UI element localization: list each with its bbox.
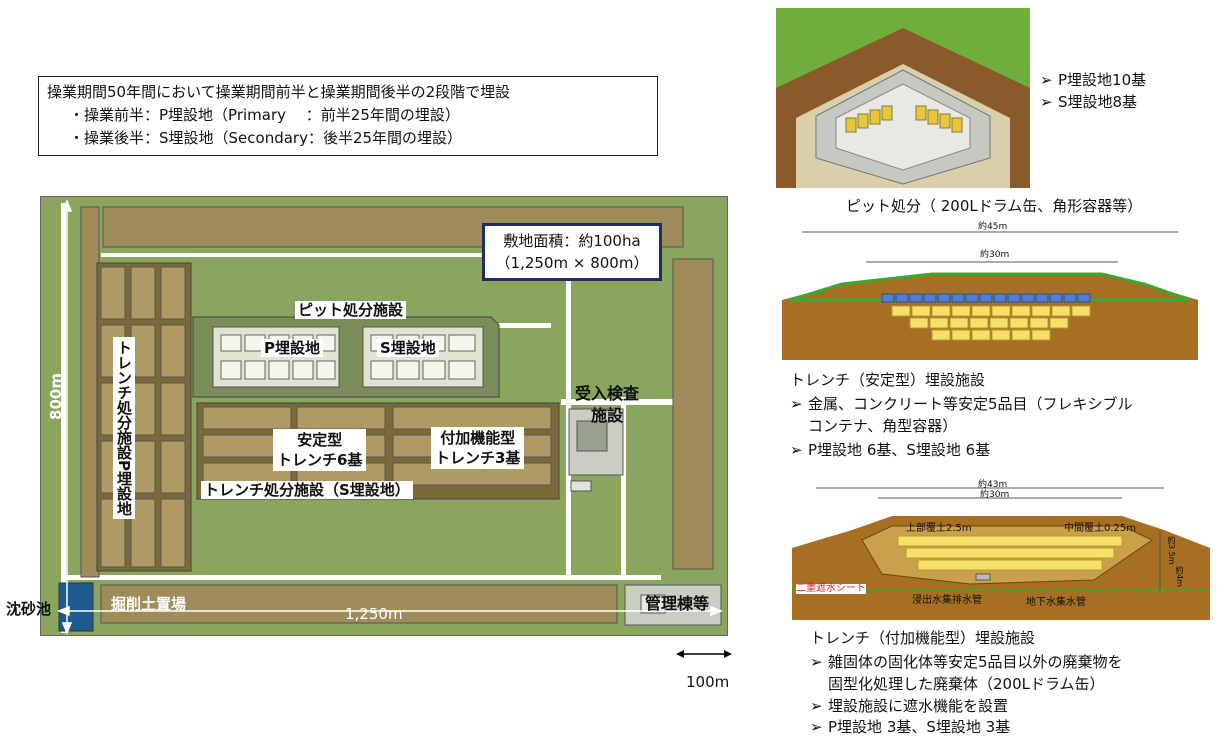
pit-bullet-1: ➢P埋設地10基 xyxy=(1040,71,1147,89)
road-bottom xyxy=(61,575,661,580)
pit-facility xyxy=(192,316,500,398)
stable-dim-inner: 約30m xyxy=(980,250,1010,260)
added-bullet-1: ➢雑固体の固化体等安定5品目以外の廃棄物を xyxy=(810,653,1123,671)
added-bullet-2: ➢埋設施設に遮水機能を設置 xyxy=(810,697,1009,715)
added-title: トレンチ（付加機能型）埋設施設 xyxy=(810,629,1036,647)
stable-dim-outer: 約45m xyxy=(978,222,1008,232)
right-berm xyxy=(672,258,714,570)
pit-s-label: S埋設地 xyxy=(377,339,439,357)
stable-title: トレンチ（安定型）埋設施設 xyxy=(790,371,986,389)
site-map: 敷地面積：約100ha （1,250m × 800m） ピット処分施設 P埋設地… xyxy=(40,196,728,636)
trench-cell xyxy=(100,266,126,320)
width-label: 1,250m xyxy=(345,605,403,623)
trench-cell xyxy=(130,324,156,378)
trench-cell xyxy=(160,324,186,378)
soil-yard-label: 掘削土置場 xyxy=(111,595,187,613)
trench-cell xyxy=(130,440,156,494)
trench-cell xyxy=(160,382,186,436)
depth-b-label: 約4m xyxy=(1175,566,1184,587)
pit-p-label: P埋設地 xyxy=(261,339,323,357)
pit-cells xyxy=(220,334,476,380)
stable-trench-label: 安定型 トレンチ6基 xyxy=(273,429,367,471)
added-trench-label: 付加機能型 トレンチ3基 xyxy=(431,427,525,469)
description-line-3: ・操業後半：S埋設地（Secondary：後半25年間の埋設） xyxy=(69,129,463,147)
trench-cell xyxy=(160,440,186,494)
description-box: 操業期間50年間において操業期間前半と操業期間後半の2段階で埋設 ・操業前半：P… xyxy=(38,76,658,156)
inspection-facility xyxy=(568,408,624,492)
scale-label: 100m xyxy=(686,673,730,691)
stable-bullet-1: ➢金属、コンクリート等安定5品目（フレキシブル xyxy=(790,395,1133,413)
trench-cell xyxy=(160,266,186,320)
pit-caption: ピット処分（ 200Lドラム缶、角形容器等） xyxy=(846,197,1143,215)
road-left xyxy=(61,203,66,633)
road-inspection-v2 xyxy=(621,397,626,577)
added-trench-section xyxy=(792,478,1210,620)
dimension-arrows xyxy=(56,198,724,635)
management-building xyxy=(624,584,722,626)
groundwater-pipe-label: 地下水集水管 xyxy=(1026,597,1086,608)
pit-illustration xyxy=(776,8,1030,188)
added-bullet-1-cont: 固型化処理した廃棄体（200Lドラム缶） xyxy=(828,675,1105,693)
depth-a-label: 約3.5m xyxy=(1167,536,1176,565)
description-line-1: 操業期間50年間において操業期間前半と操業期間後半の2段階で埋設 xyxy=(47,83,511,101)
site-area-line-1: 敷地面積：約100ha xyxy=(503,232,641,250)
trench-cell xyxy=(130,266,156,320)
soil-yard xyxy=(100,584,618,624)
upper-cover-label: 上部覆土2.5m xyxy=(906,523,972,534)
added-dim-outer: 約43m xyxy=(978,480,1008,490)
trench-p-label: トレンチ処分施設P埋設地 xyxy=(113,337,135,519)
height-label: 800m xyxy=(47,373,65,420)
site-area-line-2: （1,250m × 800m） xyxy=(495,254,649,272)
inspection-label: 受入検査 施設 xyxy=(575,384,640,425)
trench-s-label: トレンチ処分施設（S埋設地） xyxy=(201,481,413,499)
trench-cell xyxy=(160,498,186,568)
mid-cover-label: 中間覆土0.25m xyxy=(1064,523,1137,534)
double-sheet-label: 二重遮水シート xyxy=(796,583,866,594)
trench-p-site xyxy=(96,262,192,572)
trench-cell xyxy=(130,498,156,568)
scale-bar xyxy=(676,650,732,658)
site-area-box: 敷地面積：約100ha （1,250m × 800m） xyxy=(482,223,662,281)
road-top xyxy=(101,253,661,257)
pit-facility-label: ピット処分施設 xyxy=(295,301,407,319)
left-berm xyxy=(80,206,100,578)
pit-bullet-2: ➢S埋設地8基 xyxy=(1040,93,1138,111)
added-dim-inner: 約30m xyxy=(980,490,1010,500)
leachate-pipe-label: 浸出水集排水管 xyxy=(912,595,982,606)
management-label: 管理棟等 xyxy=(645,594,710,613)
sedimentation-label: 沈砂池 xyxy=(6,600,52,618)
stable-bullet-2: ➢P埋設地 6基、S埋設地 6基 xyxy=(790,441,991,459)
added-bullet-3: ➢P埋設地 3基、S埋設地 3基 xyxy=(810,718,1011,736)
description-line-2: ・操業前半：P埋設地（Primary ：前半25年間の埋設） xyxy=(69,106,460,124)
stable-bullet-1-cont: コンテナ、角型容器） xyxy=(808,417,958,435)
stable-trench-section xyxy=(782,222,1198,360)
